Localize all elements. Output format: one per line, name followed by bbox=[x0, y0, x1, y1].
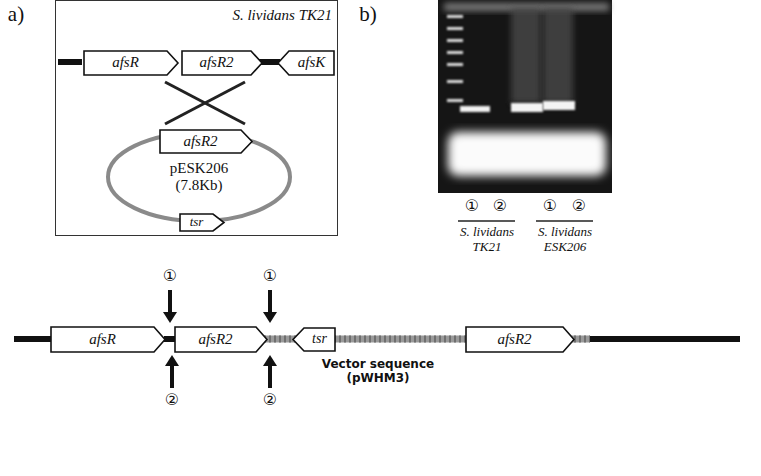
panel-letter: b) bbox=[359, 2, 377, 26]
gene-arrow: afsR2 bbox=[159, 129, 253, 154]
chromosome-line bbox=[14, 336, 52, 342]
gene-arrow: afsR2 bbox=[181, 50, 263, 76]
chromosome-line bbox=[164, 336, 176, 342]
arrow-shape bbox=[466, 327, 574, 352]
primer-number: ② bbox=[165, 391, 179, 409]
gel-image bbox=[438, 0, 612, 193]
gene-name: tsr bbox=[312, 331, 327, 347]
primer-number: ① bbox=[263, 267, 277, 285]
arrow-shape bbox=[175, 327, 267, 352]
lane-number: ① bbox=[465, 197, 479, 215]
lane-number: ② bbox=[493, 197, 507, 215]
primer-number: ② bbox=[263, 391, 277, 409]
lane-bar bbox=[536, 220, 593, 222]
crossover-mark bbox=[165, 82, 245, 124]
arrow-shape bbox=[293, 328, 335, 351]
panel-letter: a) bbox=[8, 2, 24, 26]
lane-number: ② bbox=[572, 197, 586, 215]
arrow-shape bbox=[160, 130, 252, 153]
lane-bar bbox=[458, 220, 515, 222]
gene-name: tsr bbox=[190, 215, 204, 230]
gene-name: afsR2 bbox=[198, 331, 232, 348]
gene-name: afsR bbox=[89, 331, 116, 348]
vector-label: Vector sequence (pWHM3) bbox=[318, 358, 438, 386]
arrow-shape bbox=[84, 51, 178, 75]
gene-arrow: afsR bbox=[83, 50, 179, 76]
gene-arrow: afsR2 bbox=[465, 326, 575, 353]
strain-label: S. lividans ESK206 bbox=[523, 225, 607, 255]
crossover-mark bbox=[165, 82, 245, 124]
strain-label: S. lividans TK21 bbox=[445, 225, 529, 255]
gene-name: afsK bbox=[298, 54, 326, 71]
arrow-shape bbox=[180, 214, 224, 231]
arrow-shape bbox=[182, 51, 262, 75]
gene-name: afsR2 bbox=[497, 331, 531, 348]
gene-name: afsR2 bbox=[199, 54, 233, 71]
primer-arrow bbox=[163, 290, 277, 323]
arrow-shape bbox=[278, 51, 334, 75]
plasmid-circle: pESK206 (7.8Kb)afsR2tsr bbox=[106, 131, 292, 223]
plasmid-name: pESK206 (7.8Kb) bbox=[158, 160, 240, 195]
chromosome-line bbox=[590, 336, 740, 342]
gene-name: afsR bbox=[112, 54, 139, 71]
arrow-shape bbox=[51, 327, 165, 352]
gene-arrow: afsR2 bbox=[174, 326, 268, 353]
primer-arrow bbox=[165, 355, 277, 388]
chromosome-line bbox=[58, 59, 82, 65]
panel-frame: S. lividans TK21 afsR afsR2 afsK pESK206 (7.… bbox=[55, 0, 338, 236]
lane-number: ① bbox=[543, 197, 557, 215]
plasmid-ring bbox=[108, 133, 290, 221]
marker-arrow: tsr bbox=[292, 327, 336, 352]
primer-number: ① bbox=[163, 267, 177, 285]
gene-arrow: afsK bbox=[277, 50, 335, 76]
gene-arrow: afsR bbox=[50, 326, 166, 353]
gene-name: afsR2 bbox=[183, 133, 217, 150]
marker-arrow: tsr bbox=[179, 213, 225, 232]
strain-title: S. lividans TK21 bbox=[232, 7, 332, 24]
